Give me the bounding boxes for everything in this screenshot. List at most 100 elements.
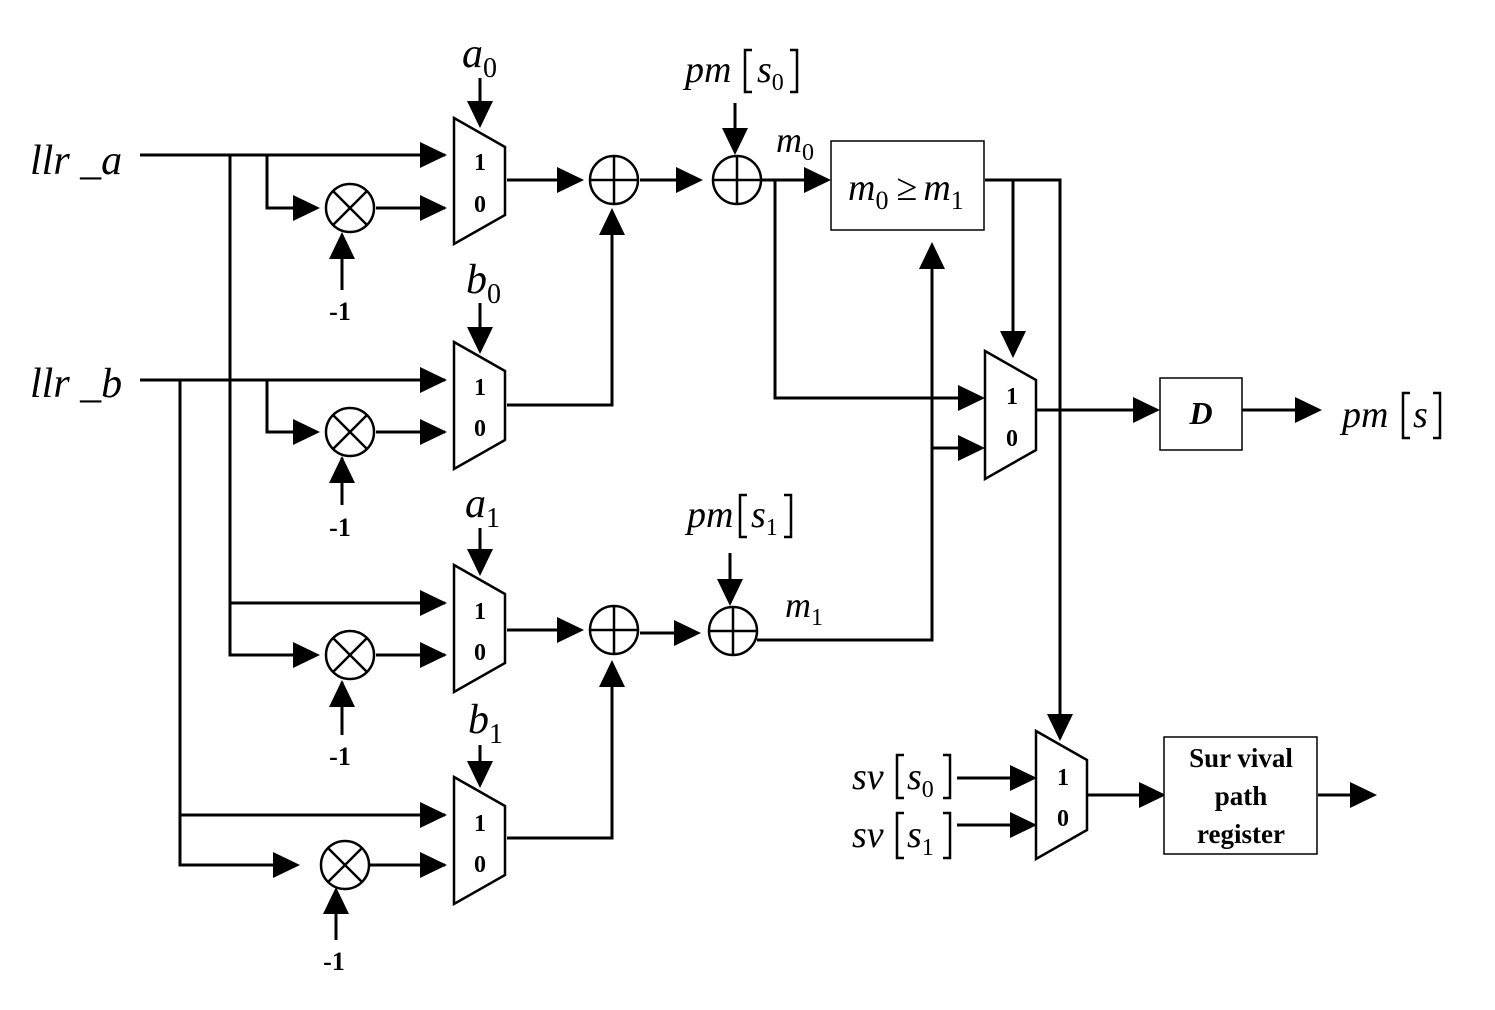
arrowhead — [420, 802, 447, 828]
neg-one-label: -1 — [329, 297, 351, 326]
arrowhead — [420, 367, 447, 393]
wire-m0-to-mux5 — [773, 180, 980, 400]
arrowhead — [674, 620, 701, 646]
arrowhead — [420, 852, 447, 878]
svg-text:sv: sv — [852, 756, 884, 798]
adder-1 — [588, 154, 640, 206]
arrowhead — [420, 590, 447, 616]
svg-text:s0: s0 — [907, 756, 934, 803]
mux-select-metric: 1 0 — [983, 348, 1038, 482]
arrowhead — [1010, 765, 1037, 791]
svg-text:s: s — [1413, 394, 1428, 436]
arrowhead — [323, 887, 349, 914]
svg-text:pm: pm — [682, 49, 731, 91]
mux-label-zero: 0 — [1057, 806, 1069, 832]
sv-s0-label: sv s0 — [852, 753, 952, 803]
pm-s0-label: pm s0 — [682, 48, 799, 96]
arrowhead — [599, 208, 625, 235]
arrowhead — [1295, 397, 1322, 423]
mux-label-zero: 0 — [474, 640, 486, 666]
select-label-a0: a0 — [462, 31, 497, 84]
mux-label-zero: 0 — [474, 416, 486, 442]
arrowhead — [467, 101, 493, 128]
arrowhead — [958, 385, 985, 411]
arrowhead — [1350, 782, 1377, 808]
mux-shape — [452, 774, 507, 907]
mux-label-zero: 0 — [474, 852, 486, 878]
svg-text:s1: s1 — [907, 814, 934, 861]
mux-label-one: 1 — [1057, 765, 1069, 791]
arrowhead — [420, 419, 447, 445]
mux-label-one: 1 — [1006, 384, 1018, 410]
arrowhead — [293, 642, 320, 668]
svg-text:s1: s1 — [751, 494, 778, 541]
wire-llr-a-to-mult1 — [265, 155, 300, 210]
arrowhead — [1000, 331, 1026, 358]
arrowhead — [557, 167, 584, 193]
arrowhead — [919, 242, 945, 269]
arrowhead — [293, 195, 320, 221]
delay-block: D — [1159, 377, 1243, 451]
wire-mux4-out — [507, 663, 614, 840]
select-label-b0: b0 — [466, 257, 501, 310]
wire-compare-to-mux6 — [985, 178, 1062, 737]
mux-label-zero: 0 — [1006, 426, 1018, 452]
arrowhead — [804, 167, 831, 193]
neg-one-label: -1 — [329, 742, 351, 771]
register-line-2: path — [1215, 781, 1268, 811]
arrowhead — [1133, 397, 1160, 423]
arrowhead — [273, 852, 300, 878]
input-label-llr-a: llr _a — [30, 138, 122, 184]
adder-2 — [711, 154, 763, 206]
neg-one-label: -1 — [323, 947, 345, 976]
metric-label-m1: m1 — [785, 585, 823, 631]
svg-text:sv: sv — [852, 814, 884, 856]
svg-text:s0: s0 — [757, 49, 784, 96]
arrowheads — [273, 101, 1377, 914]
mux-shape — [1034, 728, 1089, 862]
wire-llr-b-to-mult4 — [178, 380, 273, 867]
arrowhead — [599, 660, 625, 687]
compare-block: m0≥m1 — [830, 140, 985, 231]
arrowhead — [420, 195, 447, 221]
wire-m1-to-compare — [757, 245, 934, 642]
mux-label-one: 1 — [474, 150, 486, 176]
mux-label-one: 1 — [474, 811, 486, 837]
compare-box — [830, 140, 985, 231]
mux-shape — [452, 339, 507, 472]
arrowhead — [467, 327, 493, 354]
register-box — [1163, 736, 1318, 855]
mux-4: 1 0 — [452, 774, 507, 907]
mux-label-one: 1 — [474, 599, 486, 625]
adder-3 — [588, 604, 640, 656]
arrowhead — [722, 128, 748, 155]
pm-s-output-label: pm s — [1339, 391, 1442, 440]
metric-label-m0: m0 — [776, 120, 814, 166]
survival-path-register: Sur vival path register — [1163, 736, 1318, 855]
svg-text:pm: pm — [1339, 394, 1388, 436]
mux-label-one: 1 — [474, 375, 486, 401]
mux-shape — [983, 348, 1038, 482]
arrowhead — [329, 680, 355, 707]
arrowhead — [958, 435, 985, 461]
delay-box — [1159, 377, 1243, 451]
svg-text:pm: pm — [684, 494, 733, 536]
arrowhead — [1010, 812, 1037, 838]
register-line-1: Sur vival — [1189, 743, 1293, 773]
mux-shape — [452, 562, 507, 695]
arrowhead — [1047, 714, 1073, 741]
arrowhead — [676, 167, 703, 193]
arrowhead — [1139, 782, 1166, 808]
arrowhead — [717, 579, 743, 606]
pm-s1-label: pm s1 — [684, 493, 793, 541]
mux-1: 1 0 — [452, 115, 507, 247]
arrowhead — [420, 142, 447, 168]
arrowhead — [329, 456, 355, 483]
select-label-a1: a1 — [465, 481, 500, 534]
arrowhead — [467, 761, 493, 788]
multiplier-4 — [319, 839, 371, 891]
compare-label: m0≥m1 — [848, 167, 964, 215]
mux-3: 1 0 — [452, 562, 507, 695]
arrowhead — [557, 617, 584, 643]
